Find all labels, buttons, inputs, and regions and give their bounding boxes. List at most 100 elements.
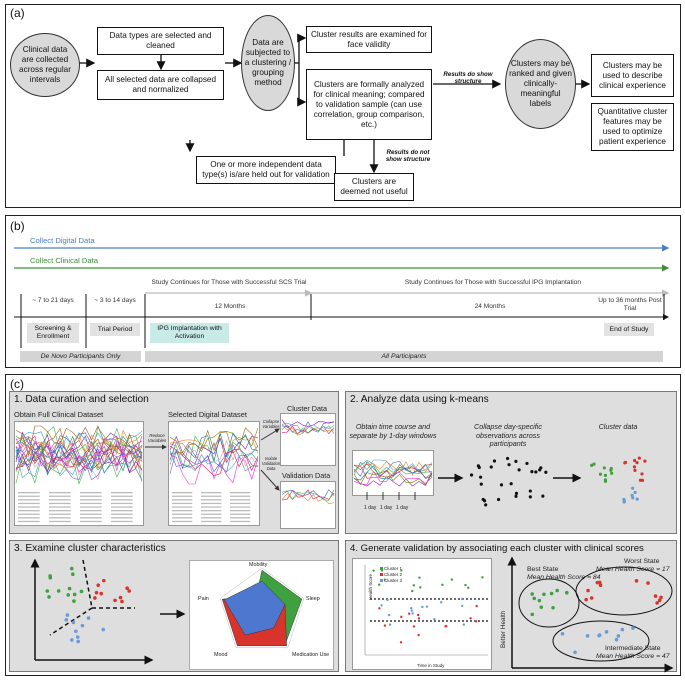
point <box>79 589 84 594</box>
point <box>586 588 590 593</box>
legend-1: Cluster 1 <box>384 566 403 571</box>
point <box>638 478 643 482</box>
point <box>74 629 78 634</box>
results-show-label: Results do show structure <box>443 71 493 85</box>
series-line <box>353 473 433 487</box>
point <box>372 569 375 572</box>
collapse-obs-label: Collapse day-specific observations acros… <box>474 422 542 449</box>
point <box>622 497 626 502</box>
point <box>72 599 76 603</box>
legend-entry <box>111 517 133 519</box>
legend-entry <box>49 502 71 505</box>
legend-3: Cluster 3 <box>384 578 403 583</box>
time-2: ~ 3 to 14 days <box>94 297 136 304</box>
series-line <box>281 424 335 436</box>
point <box>462 623 465 626</box>
point <box>412 625 416 628</box>
subjected-node: Data are subjected to a clustering / gro… <box>241 15 295 111</box>
series-line <box>281 421 335 433</box>
legend-entry <box>49 495 71 497</box>
radar-ring <box>219 567 305 648</box>
point <box>590 463 594 468</box>
point <box>484 503 488 507</box>
panel-a-label: (a) <box>10 6 25 20</box>
radar-sleep: Sleep <box>306 596 320 602</box>
not-useful-box: Clusters are deemed not useful <box>334 173 414 201</box>
point <box>492 459 497 463</box>
point <box>631 496 635 500</box>
series-line <box>15 431 143 465</box>
point <box>411 589 414 593</box>
point <box>530 592 534 596</box>
legend-entry <box>172 520 193 523</box>
point <box>632 465 637 469</box>
point <box>400 615 403 619</box>
legend-entry <box>18 502 40 505</box>
point <box>489 465 493 469</box>
point <box>620 627 625 632</box>
series-line <box>281 419 335 428</box>
point <box>419 586 422 589</box>
point <box>496 497 501 502</box>
point <box>530 470 534 474</box>
point <box>102 578 106 583</box>
series-line <box>169 427 259 455</box>
ipg-phase: IPG Implantation with Activation <box>150 323 229 343</box>
inter-state-label: Intermediate State <box>605 645 661 652</box>
point <box>383 578 386 581</box>
point <box>659 595 663 600</box>
point <box>637 456 641 460</box>
collapsed-box: All selected data are collapsed and norm… <box>97 70 224 100</box>
point <box>65 613 70 617</box>
legend-entry <box>18 520 40 523</box>
point <box>544 470 548 474</box>
legend-entry <box>230 506 251 508</box>
collect-clinical-label: Collect Clinical Data <box>30 256 98 265</box>
point <box>479 475 483 479</box>
point <box>507 463 511 467</box>
point <box>66 593 70 597</box>
panel-b-label: (b) <box>10 219 25 233</box>
point <box>45 589 50 593</box>
point <box>64 618 69 622</box>
time-3: 12 Months <box>214 303 246 310</box>
legend-entry <box>172 499 193 501</box>
legend-entry <box>201 492 222 494</box>
quantitative-box: Quantitative cluster features may be use… <box>591 103 674 151</box>
all-participants-bar: All Participants <box>145 351 663 362</box>
point <box>584 597 588 602</box>
series-line <box>15 425 143 456</box>
point <box>643 459 647 463</box>
series-line <box>169 437 259 458</box>
subpanel-2-title: 2. Analyze data using k-means <box>350 394 489 405</box>
point <box>421 605 424 609</box>
point <box>72 592 77 597</box>
point <box>410 609 413 612</box>
point <box>48 575 53 580</box>
legend-entry <box>80 499 102 501</box>
point <box>551 606 555 610</box>
best-state-label: Best State <box>527 566 559 573</box>
radar-pain: Pain <box>198 596 209 602</box>
describe-box: Clusters may be used to describe clinica… <box>591 54 674 97</box>
series-line <box>353 459 433 473</box>
point <box>417 633 420 637</box>
collect-digital-label: Collect Digital Data <box>30 236 95 245</box>
series-line <box>353 463 433 478</box>
legend-entry <box>18 506 40 508</box>
legend-entry <box>201 520 222 523</box>
clinical-data-node: Clinical data are collected across regul… <box>10 33 80 97</box>
point <box>445 624 448 628</box>
point <box>630 493 634 497</box>
point <box>657 598 662 603</box>
ranked-node: Clusters may be ranked and given clinica… <box>505 39 576 129</box>
best-score-label: Mean Health Score = 84 <box>527 574 601 581</box>
series-line <box>15 454 143 485</box>
subpanel-4-title: 4. Generate validation by associating ea… <box>350 543 644 554</box>
point <box>514 459 518 464</box>
results-not-show-label: Results do not show structure <box>385 149 431 164</box>
point <box>475 604 478 608</box>
point <box>635 460 639 465</box>
